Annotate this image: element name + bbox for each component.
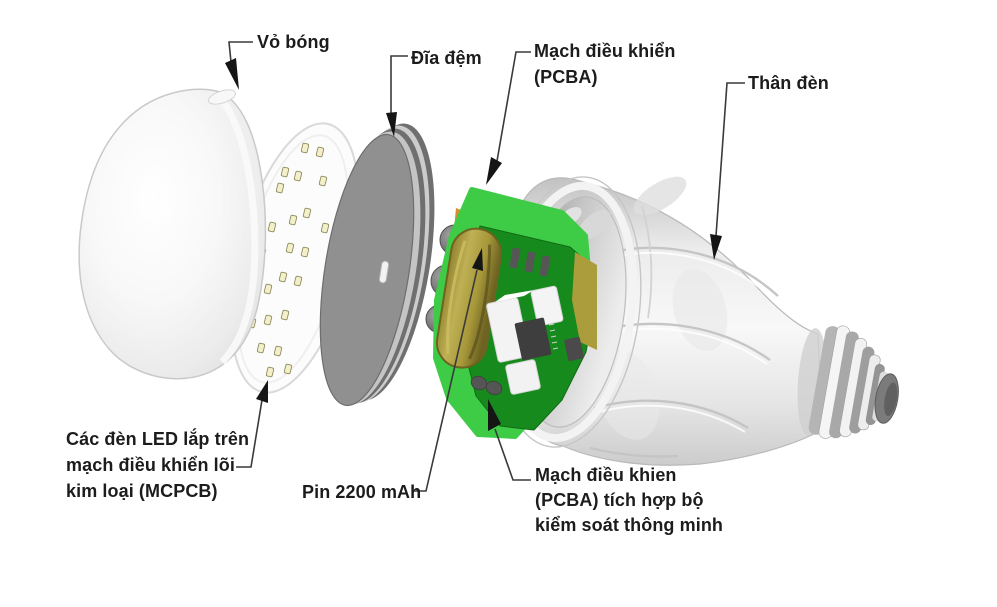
leader-arrowheads bbox=[225, 58, 722, 431]
arrow-control-pcba bbox=[486, 157, 502, 185]
label-bulb-cover: Vỏ bóng bbox=[257, 32, 330, 52]
label-lamp-body: Thân đèn bbox=[748, 73, 829, 93]
dome-top-notch bbox=[208, 89, 236, 105]
leader-battery bbox=[412, 269, 478, 492]
sensor-dots bbox=[470, 375, 503, 396]
arrow-spacer-disc bbox=[386, 112, 397, 137]
arrow-bulb-cover bbox=[225, 58, 239, 90]
pcb-components bbox=[470, 247, 584, 396]
white-capacitor-blocks bbox=[486, 285, 564, 395]
label-control-pcba: Mạch điều khiển (PCBA) bbox=[534, 41, 676, 87]
spacer-disc bbox=[319, 123, 435, 407]
pcb-assembly bbox=[433, 187, 597, 439]
leader-spacer-disc bbox=[390, 55, 408, 114]
ic-chip bbox=[514, 317, 559, 361]
leader-control-pcba bbox=[496, 51, 531, 162]
arrow-smart-pcba bbox=[488, 399, 501, 431]
label-smart-pcba: Mạch điều khien (PCBA) tích hợp bộ kiểm … bbox=[535, 465, 724, 535]
leader-smart-pcba bbox=[494, 428, 531, 481]
leader-lines bbox=[228, 41, 745, 492]
screw-base bbox=[808, 325, 899, 439]
label-spacer-disc: Đĩa đệm bbox=[411, 48, 482, 68]
arrow-lamp-body bbox=[710, 234, 722, 260]
screw-tip-end bbox=[884, 382, 898, 417]
small-chip bbox=[564, 336, 584, 362]
bulb-cover-dome bbox=[78, 88, 267, 380]
dome-rim-highlight bbox=[219, 97, 259, 365]
pcb-edge-tan bbox=[572, 252, 597, 350]
label-led-mcpcb: Các đèn LED lắp trên mạch điều khiển lõi… bbox=[66, 429, 250, 501]
disc-center-slot bbox=[378, 260, 390, 284]
pin-headers bbox=[509, 247, 551, 277]
leader-led-mcpcb bbox=[236, 399, 263, 468]
label-battery: Pin 2200 mAh bbox=[302, 482, 422, 502]
leader-bulb-cover bbox=[228, 41, 253, 63]
arrow-led-mcpcb bbox=[256, 380, 268, 403]
leader-lamp-body bbox=[715, 82, 745, 237]
disc-face bbox=[319, 133, 415, 407]
arrow-battery bbox=[472, 248, 483, 271]
led-chips bbox=[246, 142, 330, 378]
